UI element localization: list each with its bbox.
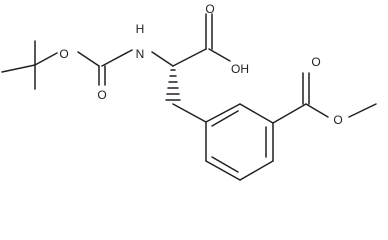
bond-tbu-c1 [1, 64, 36, 73]
atom-o-methyl-ester-carbonyl: O [311, 55, 320, 69]
tert-butyl-group [1, 40, 58, 90]
atom-o-boc-carbonyl: O [97, 88, 106, 102]
bond-tbu-o [34, 52, 58, 66]
atom-oh-acid: OH [231, 62, 249, 76]
stereo-hash-bond [165, 69, 181, 101]
bond-cbeta-ring [172, 103, 207, 123]
atom-n-amine: N [136, 47, 145, 61]
structure-diagram: O O H N O OH O O [1, 2, 377, 181]
bond-acid-oh [208, 48, 231, 62]
benzene-ring [205, 103, 274, 181]
bond-n-calpha [151, 51, 174, 67]
atom-o-ester: O [59, 47, 68, 61]
atom-o-acid: O [205, 2, 214, 16]
atom-o-methyl-ester: O [333, 113, 342, 127]
bond-calpha-cacid [172, 48, 207, 67]
atom-h-amine: H [136, 22, 145, 36]
bond-c-n [101, 49, 133, 67]
backbone [151, 13, 231, 123]
bond-o-c [77, 51, 100, 67]
methyl-ester [272, 72, 377, 124]
boc-carbonyl [77, 49, 133, 86]
molecule-svg: O O H N O OH O O [1, 2, 377, 181]
